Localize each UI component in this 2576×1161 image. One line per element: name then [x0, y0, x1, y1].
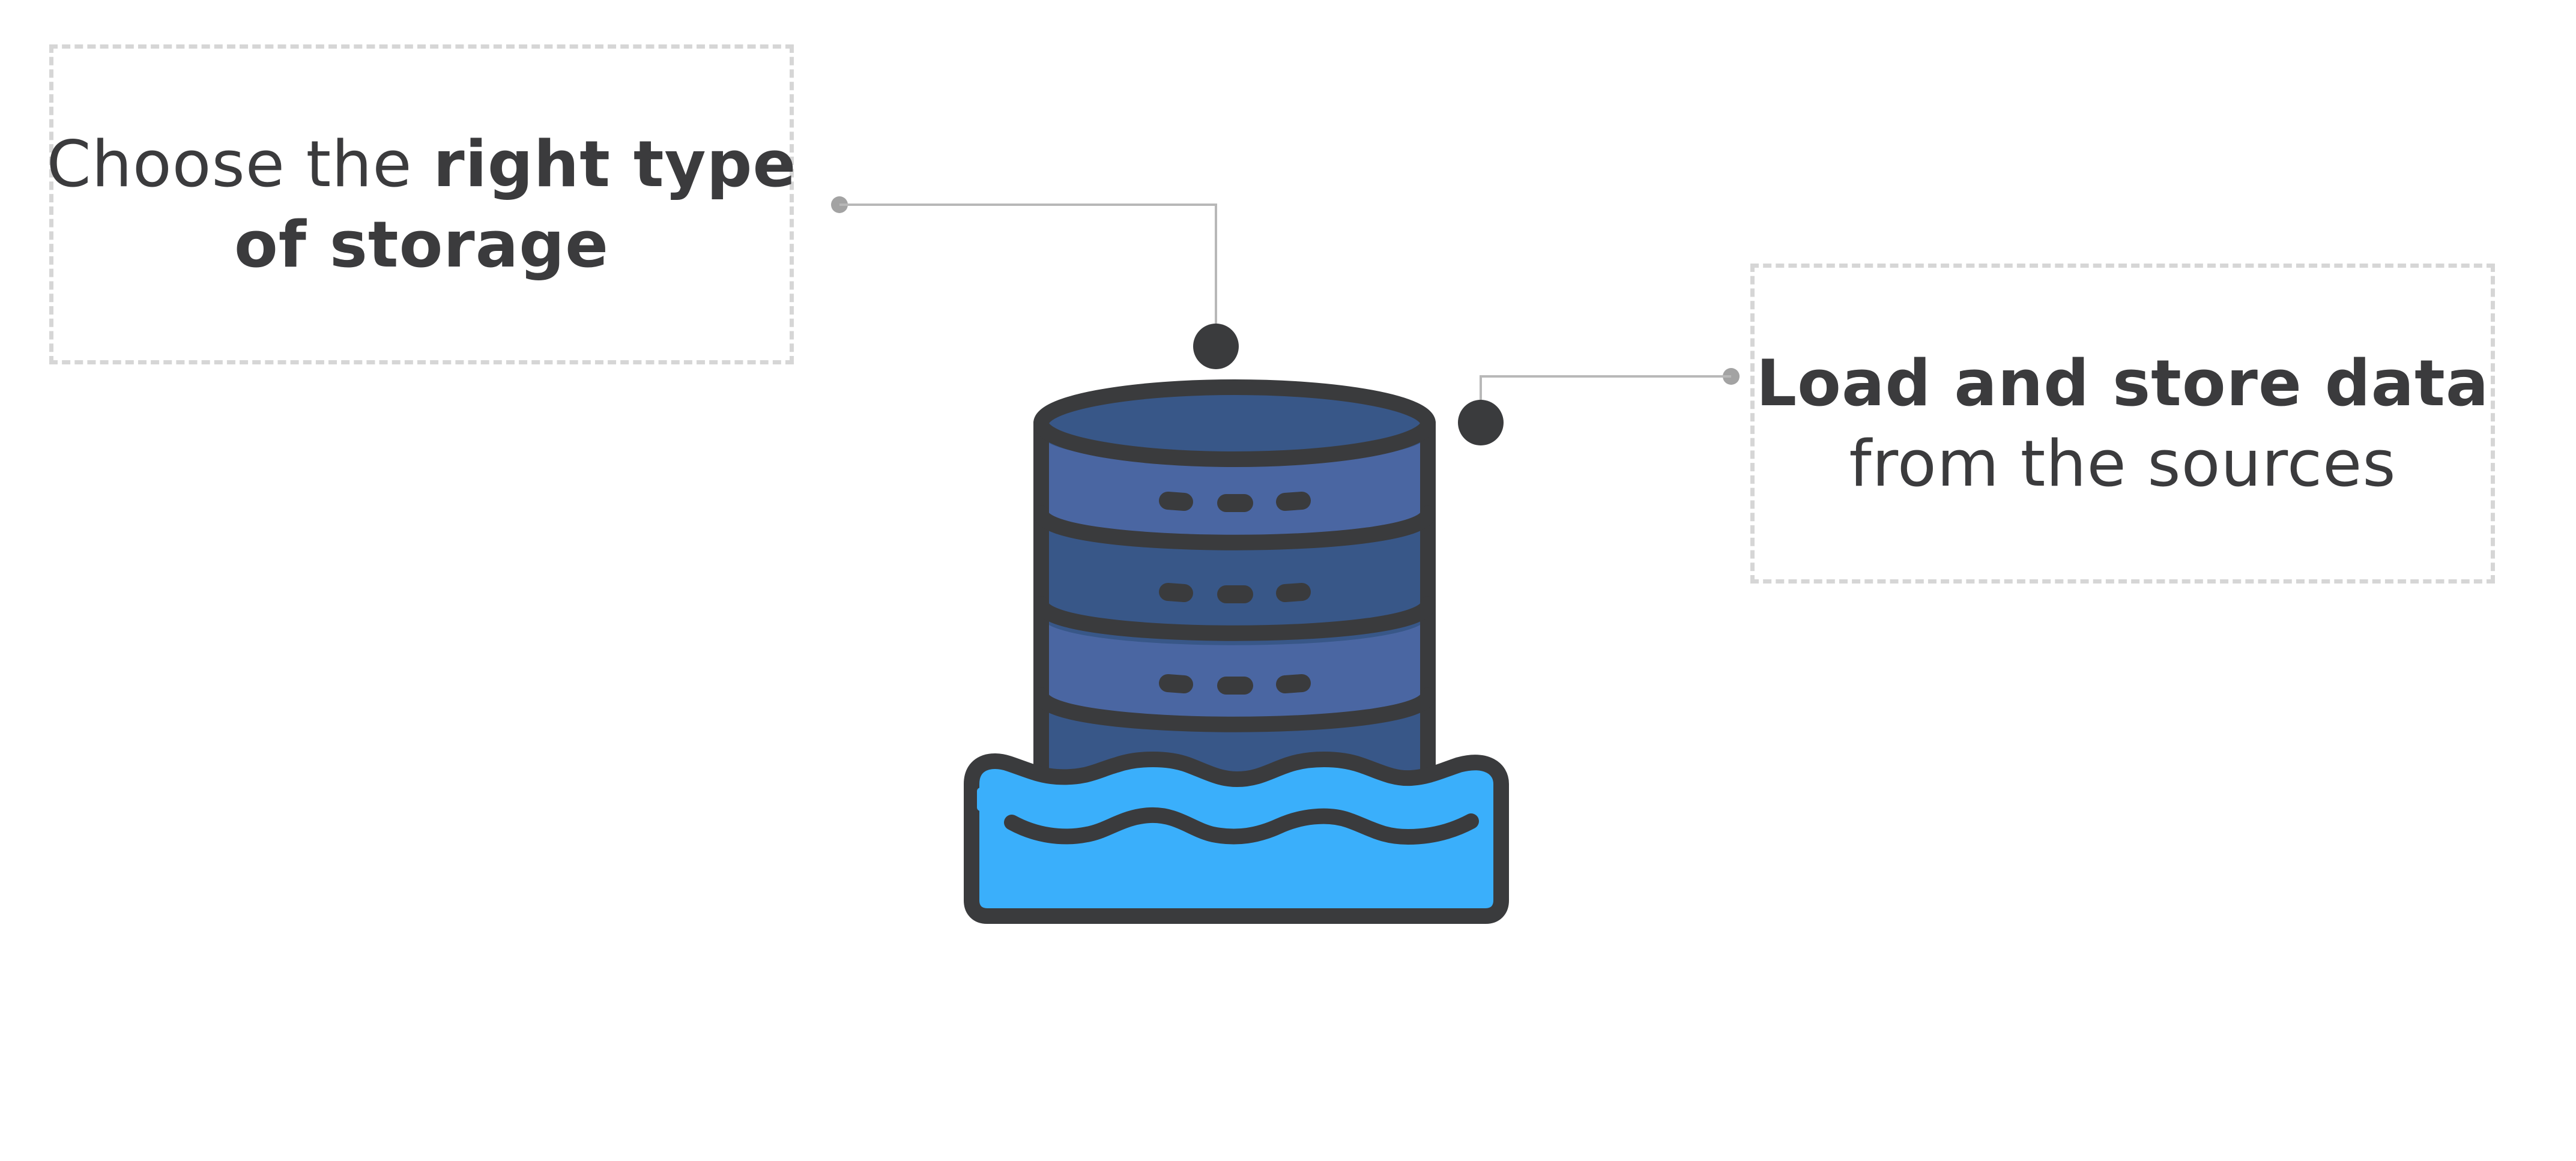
left-connector-large-dot: [1193, 324, 1239, 369]
water-wave-icon: [964, 752, 1509, 924]
right-connector: [1458, 368, 1740, 445]
right-connector-large-dot: [1458, 400, 1504, 445]
left-connector-line: [839, 204, 1217, 329]
callout-load-store: Load and store data from the sources: [1750, 264, 2495, 584]
database-divider-2: [1033, 596, 1436, 641]
database-divider-1: [1033, 505, 1436, 550]
callout-choose-storage-line-1: Choose the right type: [47, 124, 797, 205]
database-top: [1033, 379, 1436, 467]
water-wave-line: [1004, 807, 1479, 845]
database-divider-3: [1033, 687, 1436, 732]
callout-choose-storage-bold-text: right type: [433, 127, 797, 201]
database-indicator-dots: [1159, 492, 1311, 695]
callout-load-store-line-1: Load and store data: [1756, 346, 2490, 420]
callout-choose-storage-line-2: of storage: [234, 207, 609, 282]
database-icon: [1033, 379, 1436, 788]
database-band-3: [1041, 616, 1428, 725]
callout-choose-storage-regular-text: Choose the: [46, 127, 434, 201]
left-connector: [831, 196, 1239, 369]
callout-load-store-line-2: from the sources: [1849, 426, 2396, 501]
callout-choose-storage: Choose the right type of storage: [47, 44, 797, 364]
right-connector-line: [1480, 375, 1731, 405]
